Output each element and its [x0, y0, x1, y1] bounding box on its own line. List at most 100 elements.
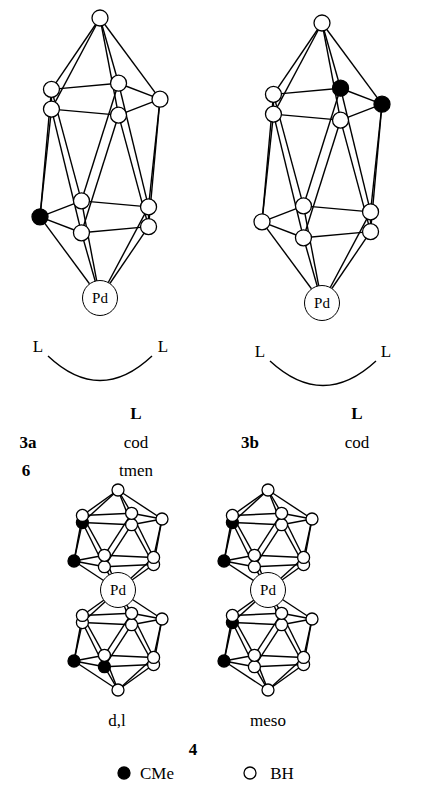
cage-edge	[104, 555, 153, 557]
bh-vertex	[265, 86, 281, 102]
cage-edge	[81, 115, 118, 233]
atom-symbol: Pd	[92, 290, 108, 307]
metal-atom: Pd	[100, 572, 136, 608]
bh-vertex	[248, 549, 260, 561]
ligand-name: tmen	[119, 462, 153, 481]
cme-vertex	[218, 555, 230, 567]
metal-atom: Pd	[304, 285, 340, 321]
bh-vertex	[98, 649, 110, 661]
cage-edge	[82, 513, 131, 515]
bh-vertex	[141, 199, 157, 215]
bh-vertex	[276, 519, 288, 531]
bh-vertex	[111, 75, 127, 91]
cme-vertex	[374, 96, 390, 112]
icosahedron-cage	[254, 15, 390, 303]
legend-text: BH	[270, 765, 294, 784]
column-header: L	[130, 405, 141, 424]
column-header: L	[351, 405, 362, 424]
bh-vertex	[265, 106, 281, 122]
bh-vertex	[333, 112, 349, 128]
metal-atom: Pd	[82, 280, 118, 316]
cage-edge	[51, 83, 118, 89]
cage-edge	[149, 99, 160, 207]
cage-edge	[268, 490, 312, 519]
cme-vertex	[68, 655, 80, 667]
bh-vertex	[126, 507, 138, 519]
bh-vertex	[112, 684, 124, 696]
cage-edge	[254, 555, 303, 557]
cage-edge	[82, 613, 131, 615]
legend-cme-sample	[118, 767, 130, 779]
bh-vertex	[148, 651, 160, 663]
bh-vertex	[248, 561, 260, 573]
bh-vertex	[298, 551, 310, 563]
cage-edge	[303, 206, 370, 212]
bh-vertex	[43, 81, 59, 97]
bh-vertex	[156, 613, 168, 625]
cage-edge	[100, 18, 160, 99]
cage-edge	[119, 83, 149, 207]
cme-vertex	[68, 555, 80, 567]
cage-edge	[254, 655, 303, 657]
cage-edge	[303, 120, 340, 238]
cage-edge	[104, 655, 153, 657]
cage-edge	[273, 23, 322, 94]
cage-edge	[322, 23, 341, 88]
cme-vertex	[333, 80, 349, 96]
cage-edge	[371, 104, 382, 212]
cage-edge	[74, 661, 118, 690]
bh-vertex	[295, 230, 311, 246]
cage-edge	[322, 23, 382, 104]
bh-vertex	[92, 10, 108, 26]
bh-vertex	[126, 619, 138, 631]
bh-vertex	[126, 607, 138, 619]
bh-vertex	[254, 214, 270, 230]
cage-edge	[232, 613, 281, 615]
bh-vertex	[148, 551, 160, 563]
metal-atom: Pd	[250, 572, 286, 608]
ligand-name: cod	[124, 434, 149, 453]
ligand-atom: L	[381, 343, 391, 362]
bh-vertex	[73, 225, 89, 241]
bh-vertex	[298, 651, 310, 663]
cage-edge	[100, 18, 119, 115]
bh-vertex	[98, 549, 110, 561]
legend-bh-sample	[244, 767, 256, 779]
bh-vertex	[276, 507, 288, 519]
bh-vertex	[226, 509, 238, 521]
bh-vertex	[76, 609, 88, 621]
cage-edge	[118, 490, 162, 519]
cme-vertex	[98, 661, 110, 673]
cme-vertex	[32, 209, 48, 225]
bh-vertex	[363, 204, 379, 220]
bh-vertex	[111, 107, 127, 123]
cage-edge	[51, 18, 100, 89]
ligand-atom: L	[255, 343, 265, 362]
bh-vertex	[226, 609, 238, 621]
cage-edge	[303, 88, 340, 206]
bh-vertex	[276, 607, 288, 619]
cage-edge	[322, 23, 341, 120]
chelate-arc	[48, 356, 152, 381]
cage-edge	[51, 109, 81, 233]
bh-vertex	[314, 15, 330, 31]
bh-vertex	[43, 101, 59, 117]
bh-vertex	[363, 224, 379, 240]
bh-vertex	[76, 509, 88, 521]
chelate-arc	[270, 361, 376, 386]
bh-vertex	[306, 513, 318, 525]
bh-vertex	[73, 193, 89, 209]
cage-edge	[273, 114, 303, 238]
legend-text: CMe	[140, 765, 174, 784]
ligand-name: cod	[345, 434, 370, 453]
isomer-label: d,l	[108, 712, 125, 731]
cage-edge	[273, 88, 340, 94]
compound-number: 6	[22, 462, 31, 481]
isomer-label: meso	[250, 712, 286, 731]
icosahedron-cage	[32, 10, 168, 298]
bh-vertex	[262, 484, 274, 496]
bh-vertex	[98, 561, 110, 573]
bh-vertex	[248, 661, 260, 673]
ligand-atom: L	[158, 338, 168, 357]
cme-vertex	[218, 655, 230, 667]
